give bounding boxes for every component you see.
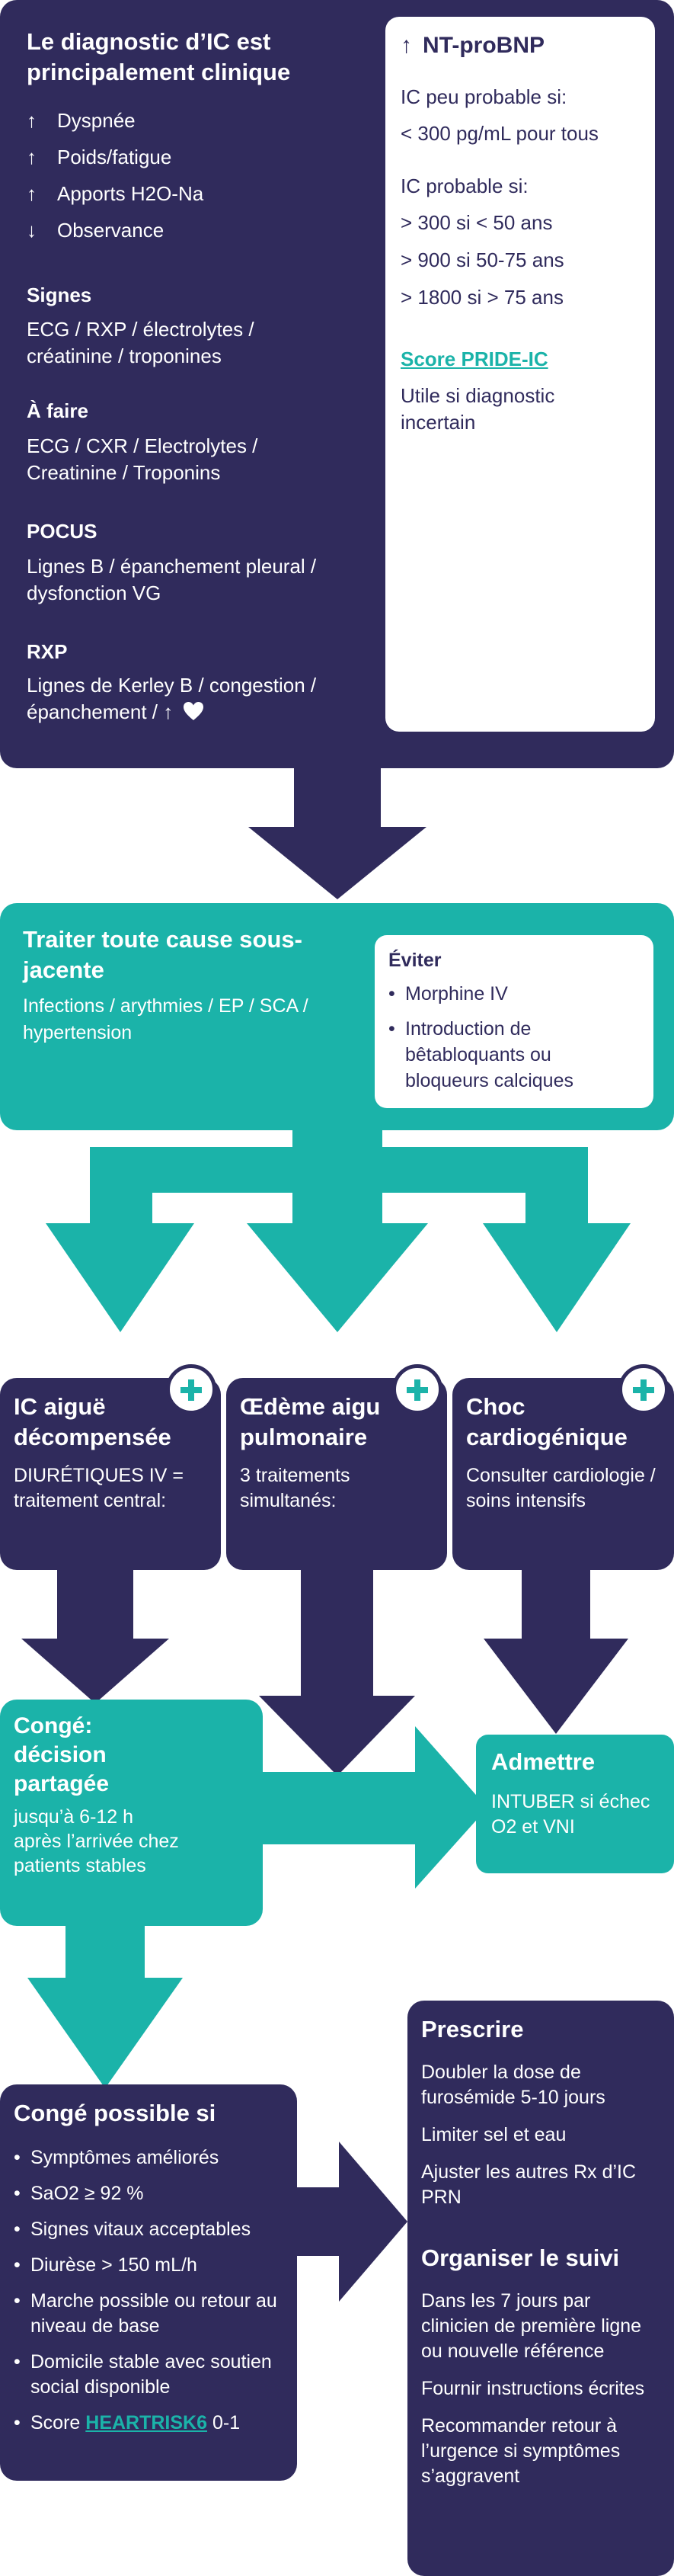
branch-title: IC aiguë décompensée (14, 1393, 171, 1450)
arrow-down-icon: ↓ (27, 219, 37, 242)
arrow-oap-to-admettre (259, 1570, 415, 1776)
treat-causes: Infections / arythmies / EP / SCA / hype… (23, 995, 308, 1043)
section-text: ECG / CXR / Electrolytes / Creatinine / … (27, 434, 258, 484)
prescrire-item: Ajuster les autres Rx d’IC PRN (421, 2161, 637, 2208)
conge-decision-desc: jusqu’à 6-12 h après l’arrivée chez pati… (14, 1806, 179, 1876)
arrow-choc-to-admettre (484, 1570, 628, 1734)
score-description: Utile si diagnostic incertain (401, 384, 555, 434)
prescrire-box: Prescrire Doubler la dose de furosémide … (407, 2001, 674, 2576)
diagnosis-box: Le diagnostic d’IC est principalement cl… (0, 0, 674, 768)
conge-decision-box: Congé: décision partagée jusqu’à 6-12 h … (0, 1700, 263, 1926)
branch-desc: 3 traitements simultanés: (240, 1465, 350, 1511)
plus-icon[interactable] (392, 1364, 442, 1415)
arrow-up-icon: ↑ (401, 33, 412, 58)
likely-label: IC probable si: (401, 175, 529, 197)
section-text: Lignes B / épanchement pleural / dysfonc… (27, 555, 317, 604)
prescrire-item: Limiter sel et eau (421, 2124, 567, 2145)
conge-decision-title: Congé: décision partagée (14, 1713, 110, 1796)
criteria-item: Symptômes améliorés (14, 2145, 288, 2171)
prescrire-list: Doubler la dose de furosémide 5-10 jours… (421, 2060, 661, 2210)
section-text: Lignes de Kerley B / congestion / épanch… (27, 674, 317, 723)
heartrisk6-link[interactable]: HEARTRISK6 (85, 2412, 208, 2433)
criteria-item: Marche possible ou retour au niveau de b… (14, 2289, 288, 2339)
likely-value: > 900 si 50-75 ans (401, 248, 564, 271)
section-heading: Signes (27, 284, 92, 306)
diagnosis-title: Le diagnostic d’IC est principalement cl… (27, 28, 291, 85)
followup-item: Fournir instructions écrites (421, 2378, 645, 2399)
arrow-possible-to-prescrire (282, 2142, 407, 2302)
branch-title: Choc cardiogénique (466, 1393, 628, 1450)
avoid-item: Morphine IV (388, 981, 640, 1007)
admettre-title: Admettre (491, 1748, 596, 1775)
symptom-item: ↑Dyspnée (27, 107, 203, 135)
symptom-item: ↑Apports H2O-Na (27, 180, 203, 208)
symptom-item: ↑Poids/fatigue (27, 143, 203, 171)
plus-icon[interactable] (618, 1364, 669, 1415)
admettre-box: Admettre INTUBER si échec O2 et VNI (476, 1735, 674, 1873)
treat-title: Traiter toute cause sous-jacente (23, 926, 302, 983)
unlikely-label: IC peu probable si: (401, 85, 567, 108)
section-heading: POCUS (27, 520, 97, 543)
section-heading: RXP (27, 640, 68, 663)
section-text: ECG / RXP / électrolytes / créatinine / … (27, 318, 254, 367)
arrow-up-icon: ↑ (27, 146, 37, 168)
pride-ic-score-link[interactable]: Score PRIDE-IC (401, 348, 548, 370)
arrow-conge-to-possible (27, 1917, 183, 2088)
likely-value: > 300 si < 50 ans (401, 211, 553, 234)
unlikely-value: < 300 pg/mL pour tous (401, 122, 599, 145)
criteria-item: Domicile stable avec soutien social disp… (14, 2350, 288, 2400)
likely-value: > 1800 si > 75 ans (401, 286, 564, 309)
conge-possible-title: Congé possible si (14, 2100, 216, 2126)
heart-icon (184, 702, 204, 720)
avoid-title: Éviter (388, 950, 442, 971)
followup-item: Recommander retour à l’urgence si symptô… (421, 2415, 621, 2487)
criteria-item-score: Score HEARTRISK6 0-1 (14, 2411, 288, 2436)
arrow-top-to-treat (248, 755, 426, 899)
criteria-item: SaO2 ≥ 92 % (14, 2181, 288, 2206)
arrow-conge-to-admettre (259, 1726, 487, 1889)
symptom-list: ↑Dyspnée ↑Poids/fatigue ↑Apports H2O-Na … (27, 107, 203, 245)
criteria-item: Signes vitaux acceptables (14, 2217, 288, 2242)
followup-title: Organiser le suivi (421, 2244, 620, 2271)
ntprobnp-title: ↑NT-proBNP (401, 33, 545, 58)
admettre-desc: INTUBER si échec O2 et VNI (491, 1791, 650, 1837)
prescrire-title: Prescrire (421, 2016, 524, 2043)
arrow-ica-to-conge (21, 1570, 169, 1703)
followup-list: Dans les 7 jours par clinicien de premiè… (421, 2289, 661, 2489)
conge-criteria-list: Symptômes améliorés SaO2 ≥ 92 % Signes v… (14, 2145, 288, 2436)
arrow-up-icon: ↑ (27, 182, 37, 205)
conge-possible-box: Congé possible si Symptômes améliorés Sa… (0, 2084, 297, 2481)
criteria-item: Diurèse > 150 mL/h (14, 2253, 288, 2278)
avoid-item: Introduction de bêtabloquants ou bloqueu… (388, 1016, 640, 1094)
treat-box: Traiter toute cause sous-jacente Infecti… (0, 903, 674, 1130)
arrow-treat-to-branches (46, 1120, 631, 1332)
avoid-box: Éviter Morphine IV Introduction de bêtab… (375, 935, 653, 1108)
arrow-up-icon: ↑ (27, 109, 37, 132)
branch-title: Œdème aigu pulmonaire (240, 1393, 381, 1450)
branch-desc: DIURÉTIQUES IV = traitement central: (14, 1465, 184, 1511)
symptom-item: ↓Observance (27, 216, 203, 245)
plus-icon[interactable] (166, 1364, 216, 1415)
ntprobnp-box: ↑NT-proBNP IC peu probable si: < 300 pg/… (385, 17, 655, 732)
followup-item: Dans les 7 jours par clinicien de premiè… (421, 2290, 642, 2362)
branch-desc: Consulter cardiologie / soins intensifs (466, 1465, 656, 1511)
prescrire-item: Doubler la dose de furosémide 5-10 jours (421, 2062, 605, 2108)
avoid-list: Morphine IV Introduction de bêtabloquant… (388, 981, 640, 1094)
section-heading: À faire (27, 399, 88, 422)
